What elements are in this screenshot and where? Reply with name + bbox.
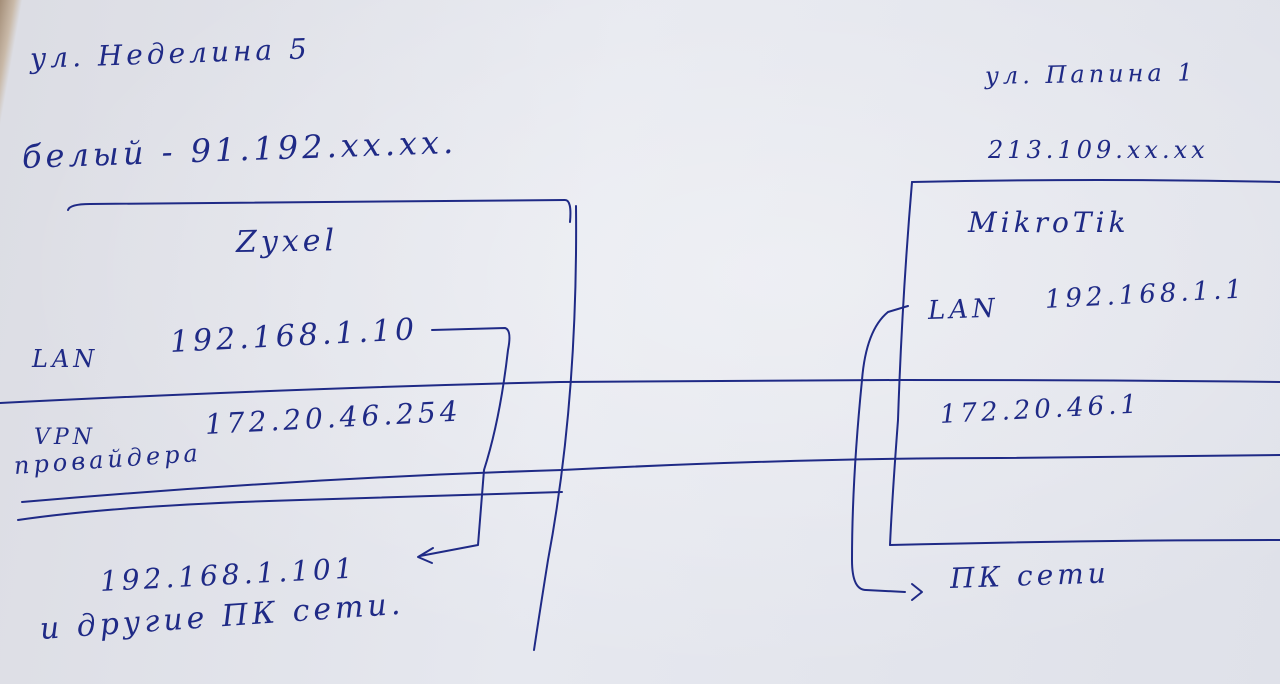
zyxel-lan-label: LAN (32, 345, 99, 373)
zyxel-vpn-label: VPN (34, 425, 96, 450)
zyxel-arrowhead (417, 547, 434, 564)
zyxel-divider-1 (0, 381, 561, 404)
right-public-ip: 213.109.xx.xx (988, 136, 1209, 164)
zyxel-to-pc-arrow (419, 327, 511, 557)
tunnel-line-bottom (561, 454, 1280, 471)
right-pc-caption: ПК сети (949, 556, 1111, 595)
mikrotik-to-pc-arrow (851, 305, 909, 593)
mikrotik-router-title: MikroTik (968, 206, 1130, 239)
mikrotik-box-top (911, 179, 1280, 183)
zyxel-box-top (67, 199, 572, 223)
zyxel-box-right (533, 205, 578, 651)
zyxel-box-bottom (17, 491, 563, 521)
right-street-address: ул. Папина 1 (984, 58, 1197, 90)
mikrotik-arrowhead (911, 583, 923, 601)
tunnel-line-top (559, 379, 1280, 383)
zyxel-divider-2 (21, 469, 563, 503)
zyxel-router-title: Zyxel (235, 223, 339, 260)
mikrotik-lan-label: LAN (927, 293, 1000, 326)
mikrotik-box-bottom (889, 539, 1280, 546)
mikrotik-box-left (889, 181, 913, 546)
